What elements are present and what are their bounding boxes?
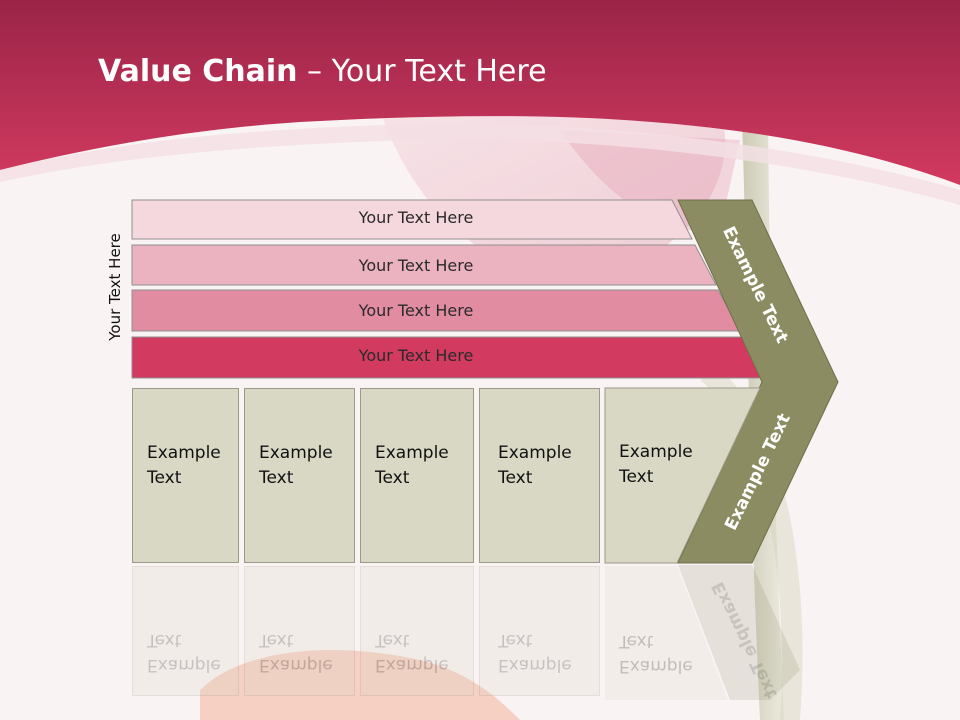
box-5-line1: Example [619,442,693,462]
band-2-label: Your Text Here [358,256,474,275]
box-2-reflection-line1: Example [259,655,333,675]
box-3-reflection-line1: Example [375,655,449,675]
box-3-reflection-line2: Text [375,630,410,650]
box-5-reflection-line1: Example [619,656,693,676]
box-2-reflection: Example Text [244,566,355,696]
box-5-reflection [605,566,728,700]
box-3-line1: Example [375,443,449,463]
chevron-reflection [678,565,800,700]
box-2-reflection-text: Example Text [259,627,333,677]
box-1-reflection-line2: Text [147,630,182,650]
title-rest: – Your Text Here [297,54,547,89]
box-5-reflection: Example Text [605,566,705,696]
box-5-reflection-line2: Text [619,631,654,651]
box-4-line2: Text [498,468,533,488]
box-2-line2: Text [259,468,294,488]
chevron-arrow [677,199,839,564]
box-3-reflection: Example Text [360,566,474,696]
box-1-reflection: Example Text [132,566,239,696]
band-4-label: Your Text Here [358,346,474,365]
box-4-reflection-line1: Example [498,655,572,675]
box-4-reflection: Example Text [479,566,600,696]
box-4-line1: Example [498,443,572,463]
box-1-reflection-line1: Example [147,655,221,675]
box-2-reflection-line2: Text [259,630,294,650]
band-3-label: Your Text Here [358,301,474,320]
band-1-label: Your Text Here [358,208,474,227]
box-1-reflection-text: Example Text [147,627,221,677]
box-5-shape [604,387,761,564]
box-4-reflection-text: Example Text [498,627,572,677]
band-1 [131,199,693,240]
box-2-line1: Example [259,443,333,463]
slide-title: Value Chain – Your Text Here [98,54,547,89]
box-3-line2: Text [375,468,410,488]
box-4-reflection-line2: Text [498,630,533,650]
box-5-reflection-text: Example Text [619,628,693,678]
box-1-line1: Example [147,443,221,463]
box-3-reflection-text: Example Text [375,627,449,677]
title-bold: Value Chain [98,54,298,89]
box-1-line2: Text [147,468,182,488]
box-5-line2: Text [619,467,654,487]
band-2 [131,244,717,286]
